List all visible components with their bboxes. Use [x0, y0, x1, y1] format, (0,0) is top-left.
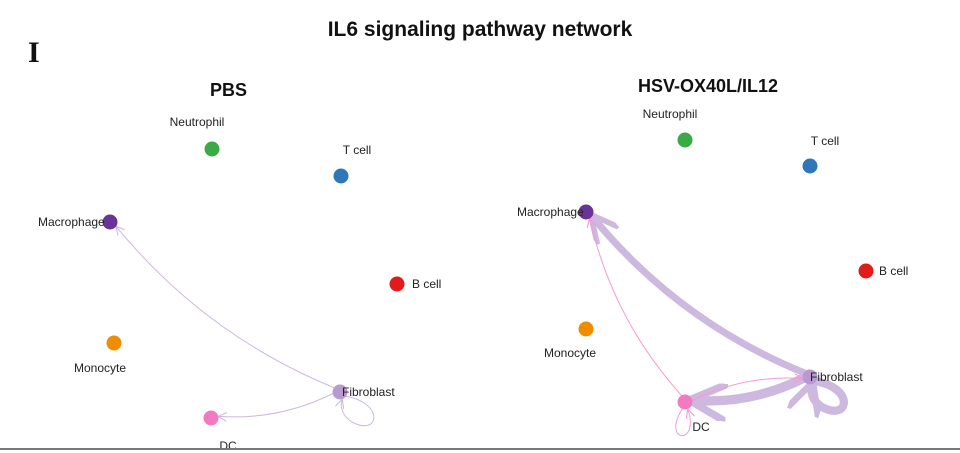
node-label-fibroblast: Fibroblast: [342, 385, 395, 399]
edge-fibroblast-to-dc: [219, 392, 334, 417]
panel-title-pbs: PBS: [210, 80, 248, 100]
node-b-cell: [858, 263, 874, 279]
node-b-cell: [389, 276, 405, 292]
node-label-dc: DC: [219, 439, 237, 453]
node-fibroblast: [332, 384, 348, 400]
node-label-monocyte: Monocyte: [74, 361, 126, 375]
edge-dc-to-fibroblast: [691, 378, 802, 402]
panel-letter: I: [28, 36, 40, 69]
node-t-cell: [333, 168, 349, 184]
node-neutrophil: [204, 141, 220, 157]
edge-fibroblast-to-macrophage: [592, 217, 808, 377]
node-neutrophil: [677, 132, 693, 148]
node-label-t-cell: T cell: [811, 134, 839, 148]
figure-title: IL6 signaling pathway network: [327, 18, 633, 41]
node-monocyte: [578, 321, 594, 337]
edge-fibroblast-to-fibroblast: [341, 395, 375, 427]
node-fibroblast: [802, 369, 818, 385]
edge-fibroblast-to-macrophage: [116, 227, 335, 389]
edge-dc-to-macrophage: [590, 219, 683, 397]
node-label-neutrophil: Neutrophil: [170, 115, 225, 129]
node-dc: [677, 394, 693, 410]
node-t-cell: [802, 158, 818, 174]
node-label-dc: DC: [692, 420, 710, 434]
node-dc: [203, 410, 219, 426]
divider: [0, 448, 960, 450]
node-macrophage: [578, 204, 594, 220]
node-label-macrophage: Macrophage: [517, 205, 584, 219]
node-label-monocyte: Monocyte: [544, 346, 596, 360]
node-label-fibroblast: Fibroblast: [810, 370, 863, 384]
panel-title-hsv: HSV-OX40L/IL12: [638, 76, 779, 96]
node-label-b-cell: B cell: [879, 264, 908, 278]
node-macrophage: [102, 214, 118, 230]
node-label-t-cell: T cell: [343, 143, 371, 157]
node-monocyte: [106, 335, 122, 351]
edge-fibroblast-to-fibroblast: [811, 381, 848, 411]
node-label-neutrophil: Neutrophil: [643, 107, 698, 121]
node-label-b-cell: B cell: [412, 277, 441, 291]
edge-dc-to-dc: [675, 407, 691, 437]
node-label-macrophage: Macrophage: [38, 215, 105, 229]
